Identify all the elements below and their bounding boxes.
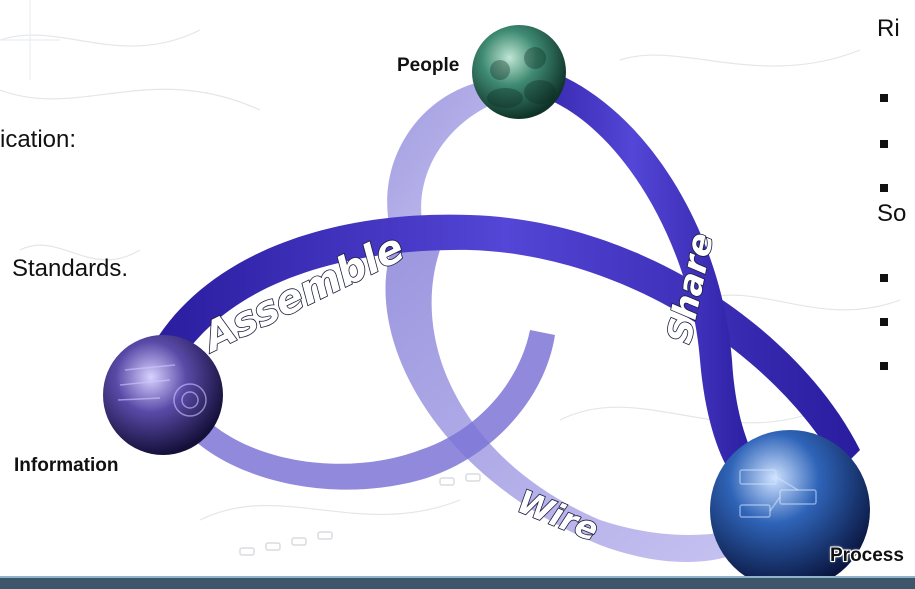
node-label-process: Process bbox=[830, 545, 904, 566]
right-bullet-4 bbox=[880, 274, 888, 282]
footer-bar bbox=[0, 576, 915, 589]
band-share-back bbox=[387, 80, 520, 260]
node-label-information: Information bbox=[14, 455, 119, 476]
left-text-line-2: Standards. bbox=[12, 255, 129, 282]
band-wire bbox=[385, 240, 770, 562]
information-sphere-detail bbox=[117, 364, 207, 417]
process-sphere-detail bbox=[739, 469, 817, 518]
right-bullet-2 bbox=[880, 140, 888, 148]
right-bullet-5 bbox=[880, 318, 888, 326]
footer-accent-line bbox=[0, 576, 915, 578]
information-sphere bbox=[103, 335, 223, 455]
people-sphere-figures bbox=[487, 47, 556, 108]
band-information-lower bbox=[175, 330, 555, 490]
band-assemble bbox=[150, 214, 860, 470]
right-text-line-1: Ri bbox=[877, 15, 900, 42]
right-bullet-6 bbox=[880, 362, 888, 370]
right-bullet-3 bbox=[880, 184, 888, 192]
right-text-line-2: So bbox=[877, 200, 907, 227]
node-label-people: People bbox=[397, 55, 460, 76]
band-share bbox=[505, 60, 760, 480]
background-texture bbox=[0, 0, 901, 521]
band-label-wire: Wire bbox=[512, 482, 604, 549]
people-sphere bbox=[472, 25, 566, 119]
left-text-line-1: ication: bbox=[0, 126, 77, 153]
right-bullet-1 bbox=[880, 94, 888, 102]
